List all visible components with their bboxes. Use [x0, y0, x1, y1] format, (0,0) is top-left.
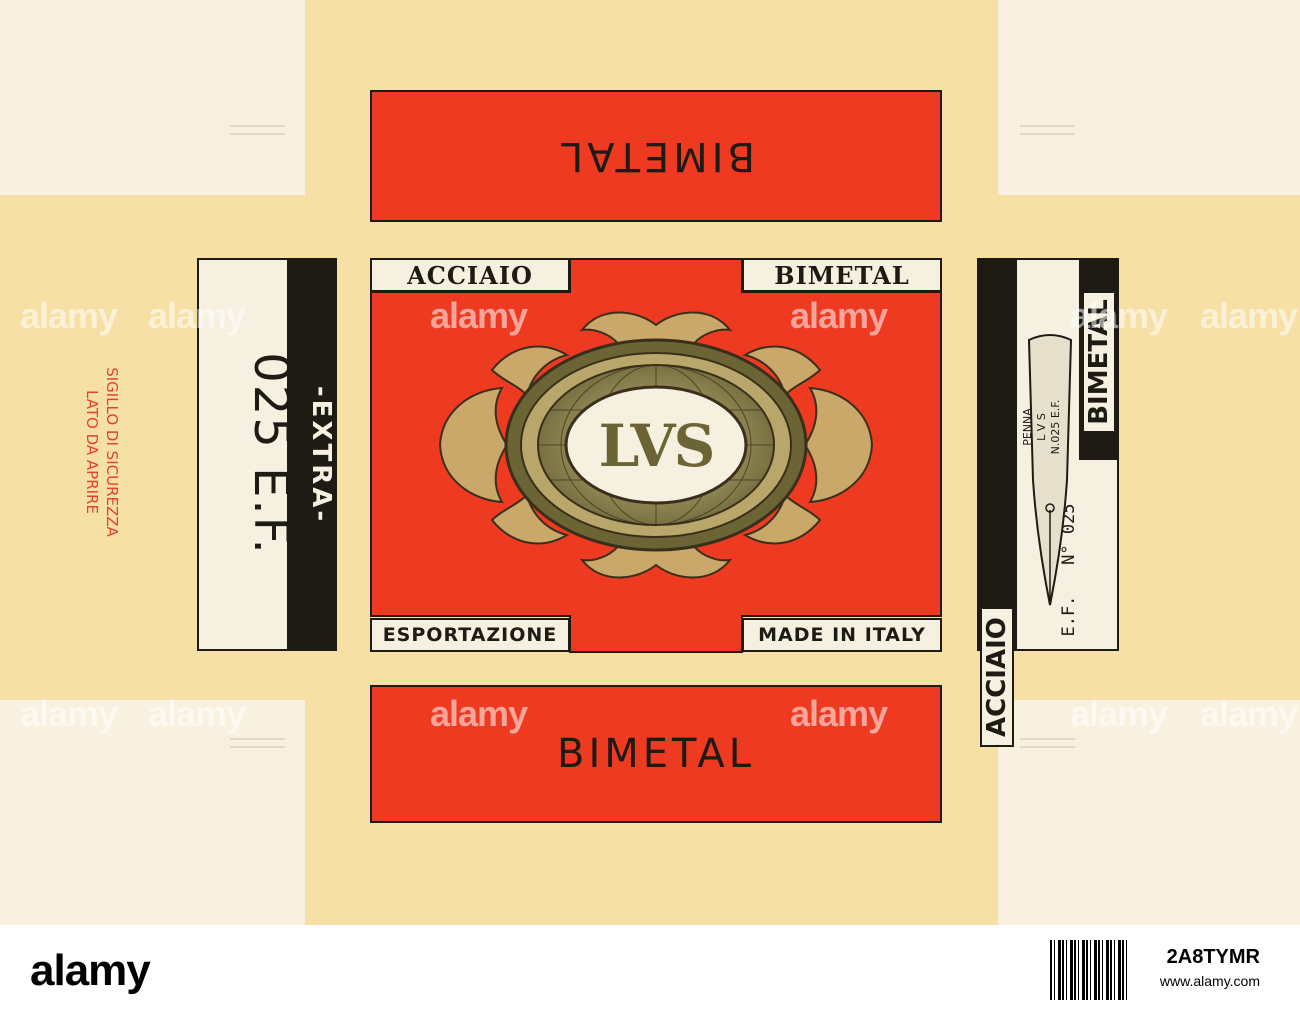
left-label-code: 025 E.F. — [243, 352, 299, 556]
watermark: alamy — [430, 693, 528, 734]
ornate-frame-icon — [438, 311, 874, 579]
nib-line-1: PENNA — [1021, 408, 1034, 446]
watermark: alamy — [20, 693, 118, 734]
emblem: LVS — [432, 300, 880, 590]
corner-flap-bottom-right — [998, 700, 1300, 925]
nib-line-3: N.025 E.F. — [1049, 399, 1062, 455]
crease-mark — [230, 746, 285, 748]
pen-nib-icon: PENNA L V S N.025 E.F. — [1021, 330, 1077, 610]
seal-text: SIGILLO DI SICUREZZA LATO DA APRIRE — [78, 322, 122, 582]
barcode-icon — [1050, 940, 1130, 1000]
watermark: alamy — [148, 295, 246, 336]
corner-flap-bottom-left — [0, 700, 305, 925]
emblem-monogram: LVS — [598, 412, 716, 480]
crease-mark — [230, 738, 285, 740]
crease-mark — [1020, 133, 1075, 135]
corner-flap-top-right — [998, 0, 1300, 195]
bottom-panel: BIMETAL — [370, 685, 942, 823]
crease-mark — [1020, 746, 1075, 748]
footer-logo[interactable]: alamy — [30, 946, 151, 995]
package-sheet: BIMETAL BIMETAL ACCIAIO BIMETAL ESPORTAZ… — [0, 0, 1300, 925]
left-label-extra: -EXTRA- — [306, 385, 336, 525]
top-panel-text: BIMETAL — [557, 133, 755, 179]
right-label-acciaio-wrap: ACCIAIO — [980, 367, 1014, 747]
tag-made-in-italy: MADE IN ITALY — [742, 618, 942, 652]
tag-acciaio: ACCIAIO — [370, 258, 570, 292]
nib-engraving: PENNA L V S N.025 E.F. — [1021, 342, 1075, 512]
tag-bimetal: BIMETAL — [742, 258, 942, 292]
watermark: alamy — [1070, 295, 1168, 336]
watermark: alamy — [1070, 693, 1168, 734]
seal-line-1: SIGILLO DI SICUREZZA — [103, 367, 121, 537]
nib-line-2: L V S — [1035, 413, 1048, 441]
watermark: alamy — [790, 693, 888, 734]
watermark: alamy — [20, 295, 118, 336]
right-label-strip-left — [979, 260, 1017, 649]
crease-mark — [1020, 738, 1075, 740]
top-panel: BIMETAL — [370, 90, 942, 222]
right-label: ACCIAIO BIMETAL E.F. N° 025 PENNA L V S … — [977, 258, 1119, 747]
crease-mark — [230, 125, 285, 127]
right-label-bimetal-wrap: BIMETAL — [1082, 262, 1116, 462]
watermark: alamy — [430, 295, 528, 336]
watermark: alamy — [790, 295, 888, 336]
bottom-panel-text: BIMETAL — [557, 731, 755, 777]
seal-line-2: LATO DA APRIRE — [83, 390, 101, 514]
left-label-strip — [287, 260, 335, 649]
corner-flap-top-left — [0, 0, 305, 195]
footer-info: 2A8TYMR www.alamy.com — [1160, 946, 1260, 989]
crease-mark — [230, 133, 285, 135]
footer-url[interactable]: www.alamy.com — [1159, 973, 1260, 989]
tag-esportazione: ESPORTAZIONE — [370, 618, 570, 652]
image-id: 2A8TYMR — [1166, 946, 1260, 968]
crease-mark — [1020, 125, 1075, 127]
watermark: alamy — [1200, 693, 1298, 734]
left-label: 025 E.F. -EXTRA- — [197, 258, 337, 651]
watermark: alamy — [1200, 295, 1298, 336]
watermark: alamy — [148, 693, 246, 734]
right-label-acciaio: ACCIAIO — [980, 607, 1014, 747]
